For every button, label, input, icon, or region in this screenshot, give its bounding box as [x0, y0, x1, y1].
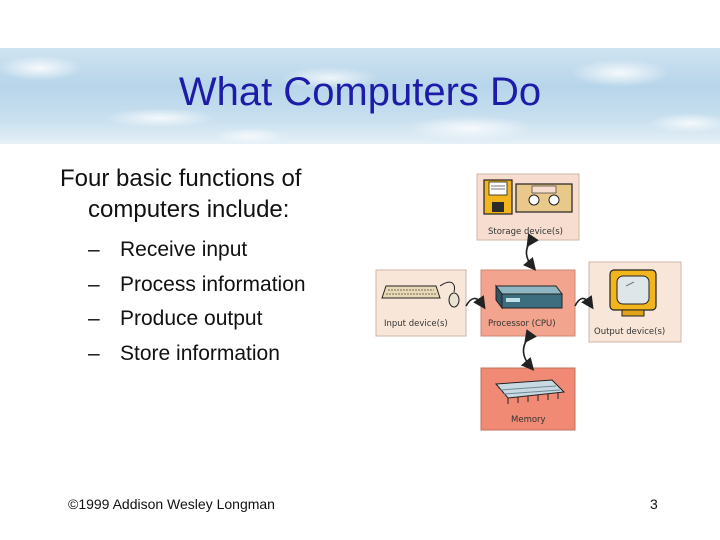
processor-to-output-arrow: [574, 295, 594, 310]
output-label: Output device(s): [594, 327, 665, 337]
title-banner: [0, 48, 720, 144]
bullet-text: Receive input: [120, 238, 248, 261]
memory-box: Memory: [480, 367, 576, 431]
page-number: 3: [650, 496, 658, 512]
input-to-processor-arrow: [465, 295, 486, 310]
mouse-icon: [439, 281, 460, 308]
bullet-dash: –: [88, 307, 100, 330]
input-device-box: Input device(s): [375, 269, 467, 337]
processor-label: Processor (CPU): [488, 319, 556, 329]
monitor-icon: [609, 269, 657, 317]
list-item: –Process information: [88, 268, 306, 303]
bullet-dash: –: [88, 341, 100, 365]
output-device-box: Output device(s): [588, 261, 682, 343]
list-item: –Receive input: [88, 233, 306, 268]
bullet-text: Process information: [120, 272, 306, 296]
processor-box: Processor (CPU): [480, 269, 576, 337]
tape-cartridge-icon: [515, 183, 573, 213]
storage-label: Storage device(s): [488, 227, 563, 237]
storage-processor-arrow: [522, 233, 539, 271]
bullet-text: Store information: [120, 341, 280, 365]
function-list: –Receive input –Process information –Pro…: [88, 233, 306, 371]
intro-line-2: computers include:: [88, 196, 290, 223]
input-label: Input device(s): [384, 319, 448, 329]
bullet-text: Produce output: [120, 307, 263, 330]
slide-title: What Computers Do: [178, 70, 542, 114]
computer-components-diagram: Storage device(s) Input device(s) Proces…: [375, 173, 682, 431]
intro-line-1: Four basic functions of: [60, 165, 302, 192]
bullet-dash: –: [88, 272, 100, 296]
memory-processor-arrow: [520, 329, 537, 371]
memory-label: Memory: [511, 415, 546, 425]
storage-device-box: Storage device(s): [476, 173, 580, 241]
copyright-footer: ©1999 Addison Wesley Longman: [68, 496, 275, 512]
keyboard-icon: [381, 285, 441, 299]
bullet-dash: –: [88, 238, 100, 261]
list-item: –Produce output: [88, 302, 306, 337]
intro-text: Four basic functions of computers includ…: [60, 163, 360, 225]
connection-arrows: [465, 233, 594, 371]
memory-chip-icon: [494, 379, 566, 404]
list-item: –Store information: [88, 337, 306, 372]
cpu-unit-icon: [495, 284, 563, 310]
floppy-disk-icon: [483, 179, 513, 215]
